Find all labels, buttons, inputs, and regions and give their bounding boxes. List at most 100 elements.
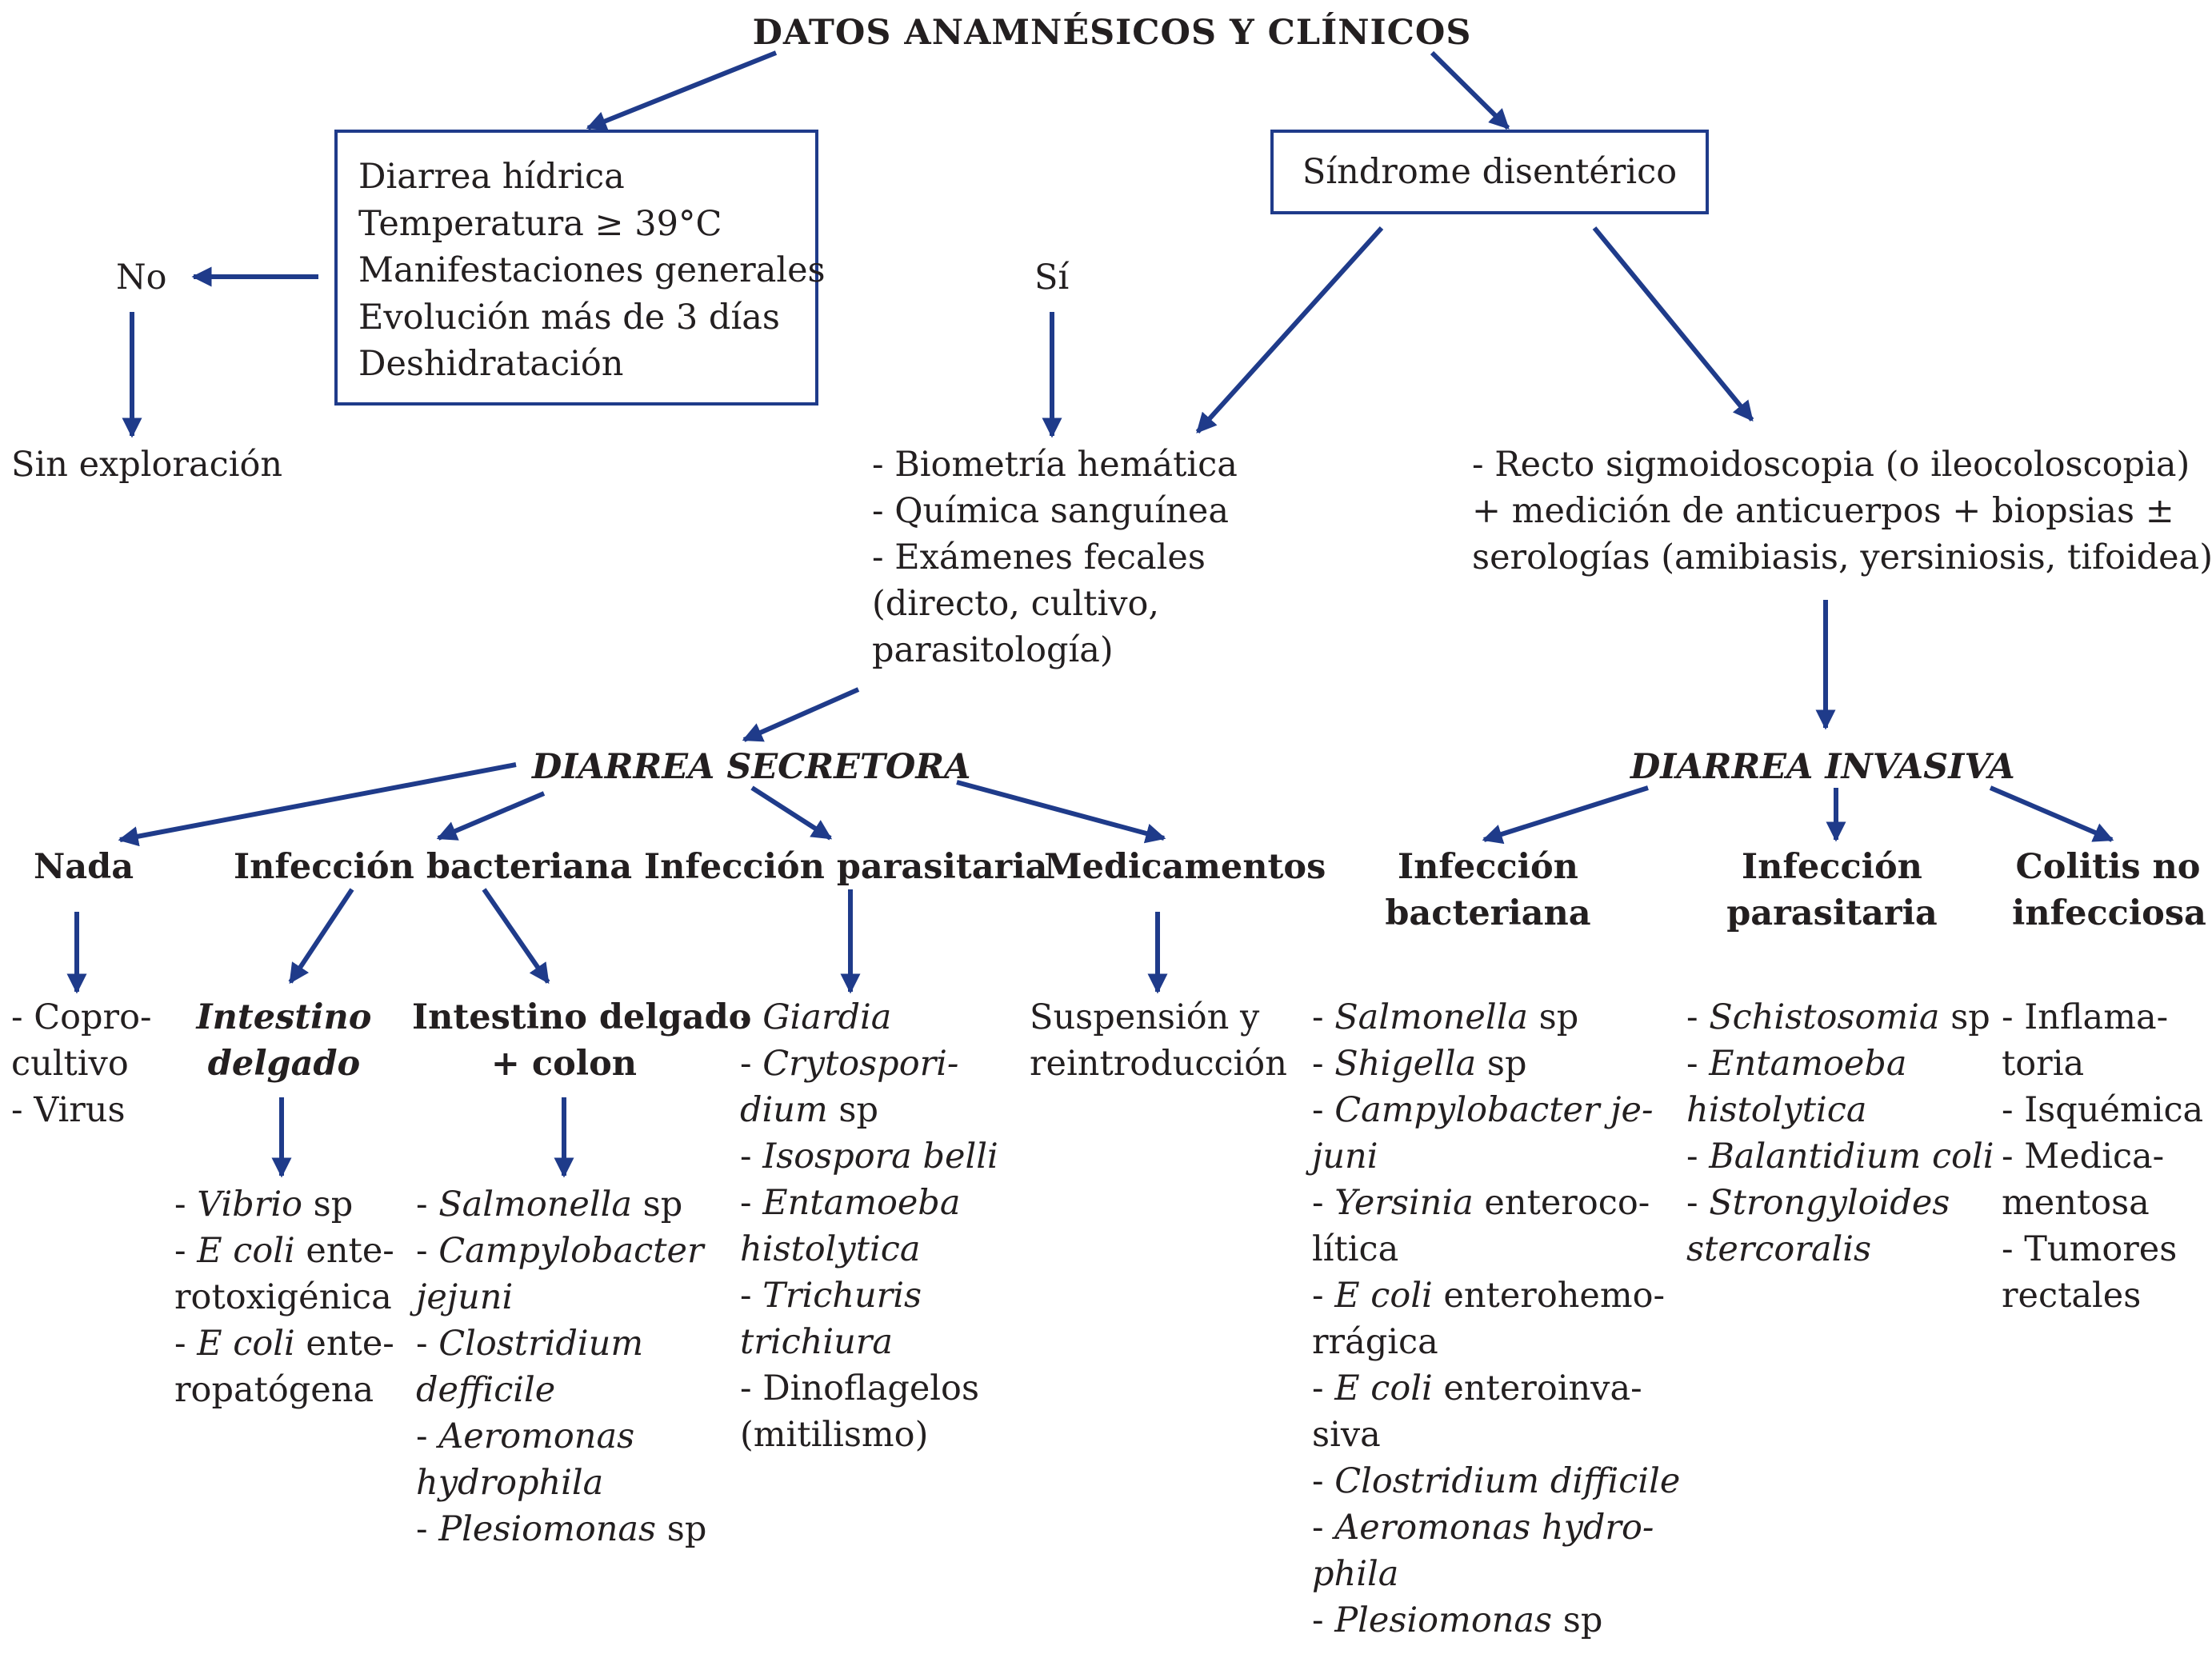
arrow-secretora-to-bacterial — [436, 791, 546, 841]
organism-item: stercoralis — [1686, 1226, 1994, 1272]
organism-name: rotoxigénica — [174, 1277, 392, 1317]
organism-suffix: ente- — [294, 1231, 394, 1271]
nada-items: - Copro-cultivo- Virus — [11, 994, 152, 1133]
organism-item: - Salmonella sp — [1312, 994, 1680, 1041]
organism-name: Schistosomia — [1709, 997, 1940, 1037]
organism-name: Strongyloides — [1709, 1183, 1950, 1223]
organism-item: - Plesiomonas sp — [416, 1506, 706, 1552]
list-dash: - — [1686, 1183, 1710, 1223]
organism-item: - Shigella sp — [1312, 1041, 1680, 1087]
dysentery-label: Síndrome disentérico — [1302, 152, 1678, 192]
organism-name: juni — [1312, 1137, 1378, 1177]
organism-name: Aeromonas hydro- — [1334, 1508, 1654, 1548]
list-dash: - — [1686, 997, 1710, 1037]
organism-suffix: sp — [1939, 997, 1990, 1037]
organism-name: E coli — [197, 1324, 295, 1364]
organism-item: - E coli enteroinva- — [1312, 1365, 1680, 1412]
colitis-item: - Tumores — [2002, 1229, 2178, 1269]
list-dash: - — [174, 1185, 198, 1225]
criteria-item: Evolución más de 3 días — [358, 297, 780, 338]
nada-item: - Virus — [11, 1090, 126, 1130]
organism-suffix: sp — [632, 1185, 683, 1225]
small-colon-label-line: Intestino delgado — [412, 997, 752, 1037]
organism-item: - E coli enterohemo- — [1312, 1272, 1680, 1319]
lab-test-item: - Química sanguínea — [872, 491, 1229, 531]
organism-name: stercoralis — [1686, 1229, 1872, 1269]
organism-item: phila — [1312, 1551, 1680, 1597]
nada-item: cultivo — [11, 1044, 129, 1084]
invasiva-parasitic-label-line: parasitaria — [1726, 893, 1938, 933]
invasive-test-item: - Recto sigmoidoscopia (o ileocoloscopia… — [1472, 445, 2190, 485]
diarrea-secretora-label: DIARREA SECRETORA — [532, 747, 971, 787]
organism-name: Crytospori- — [762, 1044, 959, 1084]
organism-name: Plesiomonas — [1334, 1600, 1553, 1640]
organism-name: dium — [740, 1090, 828, 1130]
organism-suffix: sp — [302, 1185, 354, 1225]
no-label: No — [116, 258, 167, 298]
list-dash: - — [416, 1231, 439, 1271]
organism-name: Shigella — [1334, 1044, 1477, 1084]
organism-suffix: sp — [656, 1509, 707, 1549]
organism-item: - Dinoflagelos — [740, 1365, 998, 1412]
organism-name: (mitilismo) — [740, 1415, 929, 1455]
colitis-label-line: infecciosa — [2012, 893, 2206, 933]
organism-name: E coli — [1334, 1368, 1433, 1408]
organism-item: - Clostridium — [416, 1320, 706, 1367]
criteria-item: Manifestaciones generales — [358, 250, 826, 290]
small-colon-label-line: + colon — [490, 1044, 638, 1084]
organism-name: Isospora belli — [762, 1137, 998, 1177]
organism-name: rrágica — [1312, 1322, 1438, 1362]
medications-item: reintroducción — [1030, 1044, 1287, 1084]
organism-name: lítica — [1312, 1229, 1399, 1269]
organism-suffix: enteroinva- — [1432, 1368, 1642, 1408]
organism-name: histolytica — [740, 1229, 921, 1269]
invasive-test-item: serologías (amibiasis, yersiniosis, tifo… — [1472, 537, 2212, 577]
organism-item: - E coli ente- — [174, 1228, 394, 1274]
organism-item: (mitilismo) — [740, 1412, 998, 1458]
organism-item: dium sp — [740, 1087, 998, 1133]
list-dash: - — [1312, 1368, 1335, 1408]
organism-item: - Strongyloides — [1686, 1180, 1994, 1226]
organism-name: jejuni — [416, 1277, 514, 1317]
arrow-bacterial-to-small — [288, 888, 354, 985]
arrow-title-to-criteria — [586, 50, 778, 131]
organism-item: - Giardia — [740, 994, 998, 1041]
secretora-parasitic-label: Infección parasitaria — [644, 847, 1048, 887]
small-colon-label: Intestino delgado + colon — [412, 994, 752, 1087]
small-intestine-label-line: delgado — [207, 1044, 361, 1084]
list-dash: - — [1312, 1183, 1335, 1223]
organism-item: - Plesiomonas sp — [1312, 1597, 1680, 1644]
list-dash: - — [740, 1137, 763, 1177]
si-label: Sí — [1034, 258, 1070, 298]
organism-item: - Isospora belli — [740, 1133, 998, 1180]
organism-item: lítica — [1312, 1226, 1680, 1272]
colitis-item: - Medica- — [2002, 1137, 2165, 1177]
organism-name: Yersinia — [1334, 1183, 1474, 1223]
invasiva-parasitic-label-line: Infección — [1742, 847, 1922, 887]
organism-suffix: sp — [1476, 1044, 1527, 1084]
arrow-lab-to-secretora — [742, 687, 860, 742]
organism-item: juni — [1312, 1133, 1680, 1180]
list-dash: - — [1686, 1137, 1710, 1177]
organism-item: - Balantidium coli — [1686, 1133, 1994, 1180]
list-dash: - — [740, 1368, 763, 1408]
list-dash: - — [174, 1231, 198, 1271]
organism-item: rrágica — [1312, 1319, 1680, 1365]
organism-name: trichiura — [740, 1322, 894, 1362]
organism-name: hydrophila — [416, 1463, 604, 1503]
list-dash: - — [416, 1324, 439, 1364]
organism-item: - Crytospori- — [740, 1041, 998, 1087]
organism-item: defficile — [416, 1367, 706, 1413]
organism-name: siva — [1312, 1415, 1381, 1455]
arrow-dysentery-to-invasive-tests — [1592, 226, 1754, 421]
colitis-item: mentosa — [2002, 1183, 2150, 1223]
arrow-title-to-dysentery — [1430, 50, 1510, 130]
organism-item: - Yersinia enteroco- — [1312, 1180, 1680, 1226]
